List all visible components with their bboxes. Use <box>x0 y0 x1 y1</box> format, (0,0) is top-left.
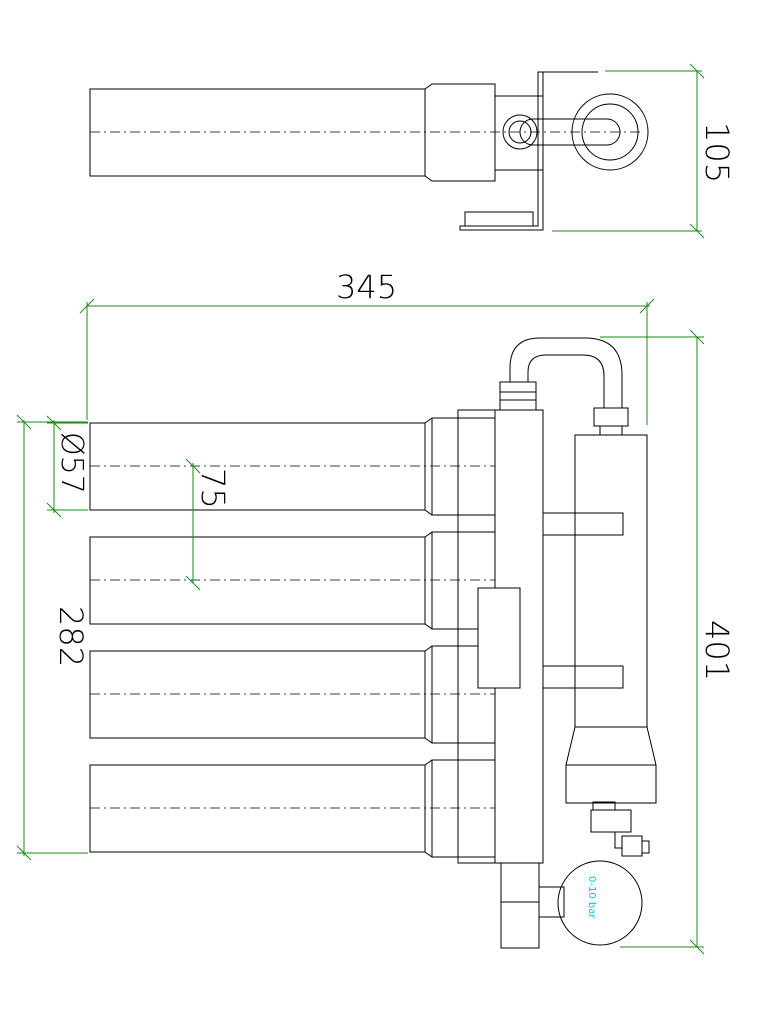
dim-282: 282 <box>16 414 90 861</box>
valve-body <box>590 809 632 833</box>
top-view-foot <box>464 211 534 227</box>
top-view-tube <box>89 88 426 177</box>
manifold-label-plate <box>477 587 521 689</box>
gauge-label: 0-10 bar <box>586 876 597 919</box>
top-view-tube-cap <box>424 83 496 182</box>
dim-105-tick-bottom <box>689 223 705 239</box>
dim-345: 345 <box>79 268 655 425</box>
front-view: 0-10 bar <box>89 337 657 949</box>
dim-75: 75 <box>185 458 232 591</box>
tube-4 <box>89 759 496 858</box>
lower-block <box>500 862 540 949</box>
dim-345-label: 345 <box>336 268 397 306</box>
dim-401-label: 401 <box>698 620 736 681</box>
dim-diameter: Ø57 <box>46 415 89 518</box>
top-view-bracket <box>459 71 544 231</box>
dim-401: 401 <box>600 329 736 955</box>
dim-105-tick-top <box>689 63 705 79</box>
top-view: 105 <box>89 63 736 239</box>
top-view-block <box>494 95 544 171</box>
top-view-bolt-inner <box>508 120 532 144</box>
tube-3 <box>89 645 496 744</box>
top-view-bolt-outer <box>502 114 538 150</box>
top-view-gauge-outer <box>571 93 649 171</box>
top-view-gauge-inner <box>581 103 639 161</box>
dim-105-label: 105 <box>698 122 736 183</box>
tube-1 <box>89 417 496 516</box>
top-view-slot <box>519 118 621 146</box>
bracket-upper <box>542 512 624 536</box>
bracket-lower <box>542 665 624 689</box>
valve-handle <box>621 835 643 857</box>
pipe-fitting-right <box>593 407 629 427</box>
tube-2 <box>89 531 496 630</box>
pipe-fitting-left <box>499 381 537 411</box>
pipe-loop-outer <box>509 337 623 408</box>
filter-housing <box>574 434 648 728</box>
pipe-loop-inner <box>527 354 605 408</box>
dim-282-label: 282 <box>52 606 90 667</box>
dim-75-label: 75 <box>194 468 232 509</box>
dim-diameter-label: Ø57 <box>54 432 89 494</box>
pressure-gauge <box>557 860 643 946</box>
